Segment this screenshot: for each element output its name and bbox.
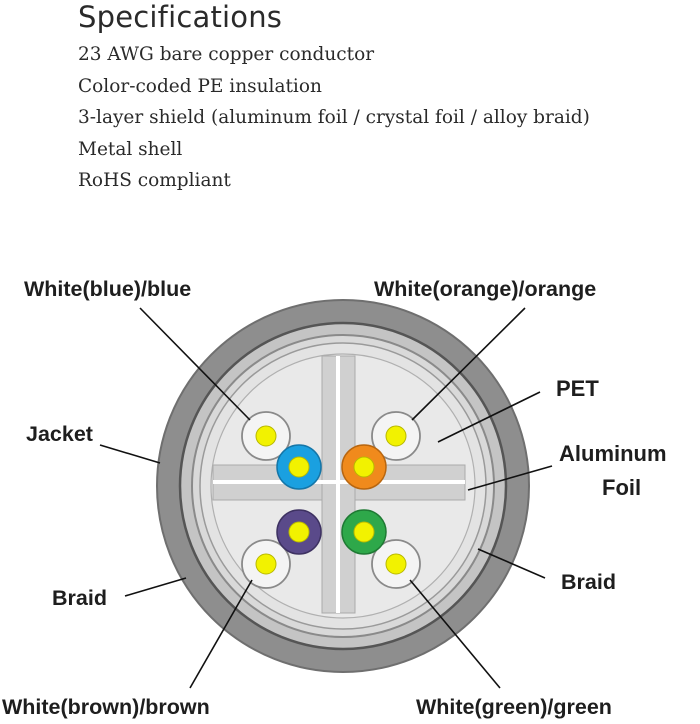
- conductor-white-blue: [241, 411, 291, 461]
- conductor-white-orange: [371, 411, 421, 461]
- label-pet: PET: [556, 376, 599, 401]
- label-white-blue: White(blue)/blue: [24, 277, 191, 301]
- conductor-blue: [276, 444, 322, 490]
- label-braid-right: Braid: [561, 570, 616, 594]
- spec-item-insulation: Color-coded PE insulation: [78, 75, 322, 97]
- specifications-title: Specifications: [78, 0, 283, 34]
- label-white-orange: White(orange)/orange: [374, 277, 596, 301]
- conductor-white-brown: [241, 539, 291, 589]
- spec-item-shield: 3-layer shield (aluminum foil / crystal …: [78, 107, 590, 128]
- specifications-list: 23 AWG bare copper conductor Color-coded…: [78, 42, 590, 200]
- conductor-white-green: [371, 539, 421, 589]
- label-aluminum: Aluminum: [559, 441, 667, 466]
- spec-item-conductor: 23 AWG bare copper conductor: [78, 44, 375, 65]
- spec-item-rohs: RoHS compliant: [78, 170, 231, 191]
- label-white-brown: White(brown)/brown: [2, 695, 210, 719]
- label-jacket: Jacket: [26, 422, 93, 446]
- conductor-green: [341, 509, 387, 555]
- conductor-purple: [276, 509, 322, 555]
- label-white-green: White(green)/green: [416, 695, 612, 719]
- leader-lines: [99, 307, 553, 689]
- conductor-orange: [341, 444, 387, 490]
- cross-separator: [212, 355, 466, 614]
- label-braid-left: Braid: [52, 586, 107, 610]
- label-foil: Foil: [602, 475, 641, 500]
- spec-item-shell: Metal shell: [78, 138, 183, 160]
